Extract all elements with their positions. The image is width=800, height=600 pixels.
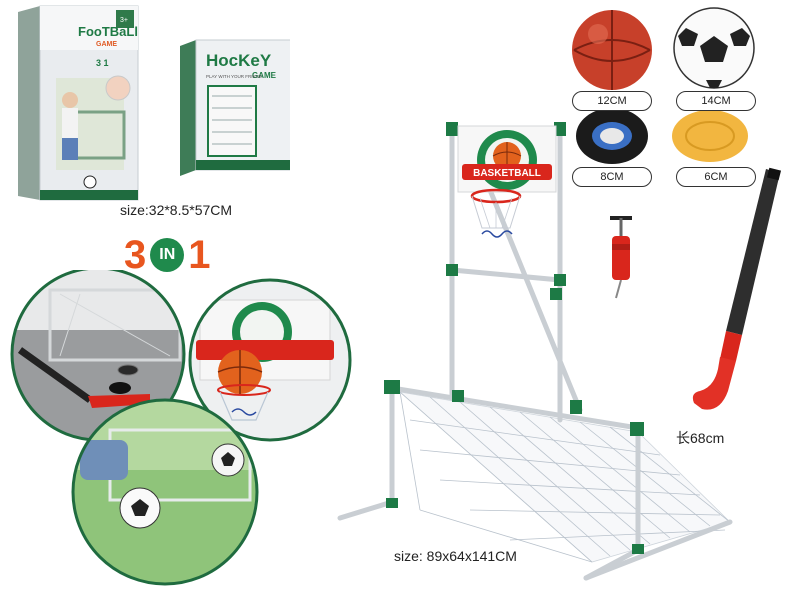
backboard-title: BASKETBALL <box>473 168 541 179</box>
basketball-mode-circle <box>188 278 352 442</box>
football-accessory <box>673 7 755 89</box>
football-box-title: FooTBaLl <box>78 24 138 39</box>
disc-accessory <box>672 110 748 162</box>
football-box-badge: 3 1 <box>96 58 109 68</box>
puck-size-label: 8CM <box>572 167 652 187</box>
accessories-panel <box>572 7 755 164</box>
football-box-subtitle: GAME <box>96 41 117 48</box>
hoop-backboard: BASKETBALL <box>457 125 557 193</box>
packaging-boxes: FooTBaLl GAME 3 1 3+ HocKeY GAME PLAY WI… <box>18 5 290 201</box>
hoop-rim <box>470 188 522 238</box>
hockey-box-tagline: PLAY WITH YOUR FRIEND <box>206 74 263 79</box>
basketball-size-label: 12CM <box>572 91 652 111</box>
game-mode-circles <box>10 270 352 586</box>
basketball-accessory <box>572 10 652 90</box>
football-mode-circle <box>71 398 259 586</box>
disc-size-label: 6CM <box>676 167 756 187</box>
stick-length-label: 长68cm <box>676 430 725 446</box>
frame-connectors <box>446 122 582 414</box>
football-box-age: 3+ <box>120 17 128 24</box>
headline-digit-right: 1 <box>188 233 211 277</box>
main-goal-frame: BASKETBALL <box>337 122 733 581</box>
box-size-label: size:32*8.5*57CM <box>120 202 233 218</box>
football-goal-frame <box>337 385 733 581</box>
hockey-puck-accessory <box>576 108 648 164</box>
hockey-box-subtitle: GAME <box>252 71 277 80</box>
hockey-box-title: HocKeY <box>206 51 272 70</box>
football-game-box <box>18 5 139 201</box>
air-pump <box>610 216 632 299</box>
hockey-stick <box>692 167 782 410</box>
headline-middle: IN <box>150 238 185 272</box>
three-in-one-headline: 3 IN 1 <box>124 234 211 276</box>
football-size-label: 14CM <box>676 91 756 111</box>
product-size-label: size: 89x64x141CM <box>394 548 517 564</box>
goal-connectors <box>384 380 644 554</box>
headline-digit-left: 3 <box>124 233 147 277</box>
hockey-game-box <box>180 39 290 176</box>
